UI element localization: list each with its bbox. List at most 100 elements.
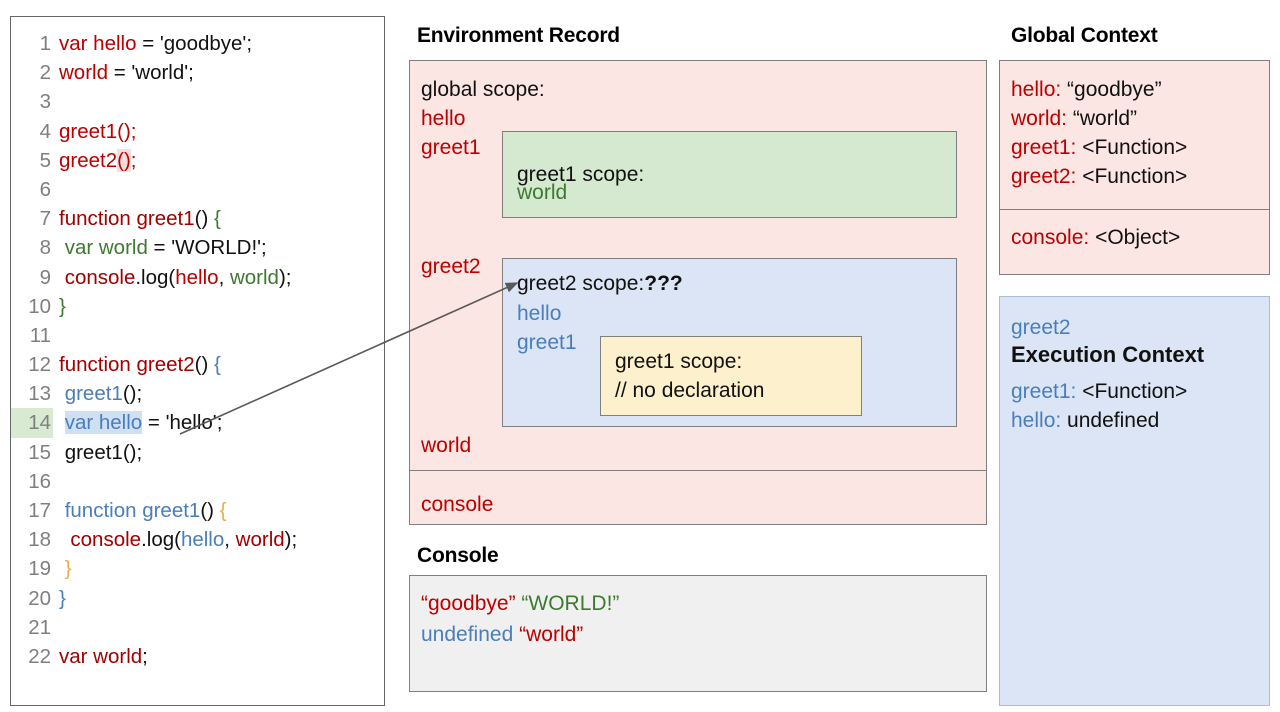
code-token: hello <box>175 265 219 289</box>
code-line[interactable]: 17 function greet1() { <box>11 496 384 525</box>
code-line-text: var hello = 'hello'; <box>53 408 222 437</box>
execution-context-value: undefined <box>1067 409 1160 432</box>
line-number: 22 <box>28 644 51 668</box>
code-token: function greet1 <box>59 499 201 522</box>
greet1-inner-scope-note: // no declaration <box>615 379 765 402</box>
greet1-scope-entry-world: world <box>517 181 568 204</box>
global-context-value: <Function> <box>1082 136 1188 159</box>
global-context-value: “goodbye” <box>1067 78 1162 101</box>
line-number: 16 <box>28 469 51 493</box>
code-token: .log( <box>141 528 181 552</box>
execution-context-value: <Function> <box>1082 380 1188 403</box>
code-token: { <box>213 207 221 231</box>
code-line[interactable]: 8 var world = 'WORLD!'; <box>11 233 384 262</box>
console-token: “world” <box>519 623 584 646</box>
code-token: } <box>59 557 72 581</box>
line-number: 11 <box>29 323 51 347</box>
global-context-value: <Object> <box>1095 226 1181 249</box>
code-token: var hello <box>64 411 143 435</box>
code-token: world <box>235 528 285 552</box>
code-token: greet1 <box>59 382 123 406</box>
code-line[interactable]: 21 <box>11 613 384 642</box>
execution-context-panel <box>999 296 1270 706</box>
console-panel[interactable] <box>409 575 987 692</box>
global-context-title: Global Context <box>1011 24 1158 47</box>
greet1-scope-box <box>502 131 957 218</box>
line-number: 7 <box>39 207 51 231</box>
line-number: 15 <box>28 440 51 464</box>
code-line[interactable]: 9 console.log(hello, world); <box>11 263 384 292</box>
code-line[interactable]: 19 } <box>11 554 384 583</box>
er-binding-world: world <box>421 434 472 457</box>
code-line[interactable]: 3 <box>11 87 384 116</box>
code-line-text: greet1(); <box>53 438 142 467</box>
code-line-text: greet1(); <box>53 117 137 146</box>
code-line-text: greet2(); <box>53 146 137 175</box>
code-token: () <box>194 207 214 231</box>
code-line[interactable]: 14 var hello = 'hello'; <box>11 408 384 438</box>
code-token: ); <box>278 265 292 289</box>
code-line[interactable]: 2 world = 'world'; <box>11 58 384 87</box>
line-number: 17 <box>28 499 51 522</box>
code-line-text: function greet1() { <box>53 204 221 233</box>
code-line[interactable]: 13 greet1(); <box>11 379 384 408</box>
code-token: () <box>117 148 131 172</box>
code-line[interactable]: 11 <box>11 321 384 350</box>
greet2-scope-entry-hello: hello <box>517 302 562 325</box>
line-number: 2 <box>39 61 51 85</box>
code-line[interactable]: 20} <box>11 584 384 613</box>
line-number: 12 <box>28 353 51 377</box>
code-token <box>59 411 65 434</box>
global-context-row: hello: “goodbye” <box>1011 78 1162 102</box>
global-context-key: world: <box>1011 107 1073 130</box>
line-number: 9 <box>39 265 51 289</box>
code-line[interactable]: 10} <box>11 292 384 321</box>
code-line-text: function greet2() { <box>53 350 221 379</box>
code-token: = 'goodbye'; <box>136 32 253 55</box>
code-line-text: } <box>53 584 66 613</box>
environment-record-title: Environment Record <box>417 24 620 47</box>
code-line[interactable]: 15 greet1(); <box>11 438 384 467</box>
code-token: console <box>59 265 136 289</box>
console-title: Console <box>417 544 499 567</box>
execution-context-title: Execution Context <box>1011 342 1205 367</box>
er-binding-greet2: greet2 <box>421 255 481 278</box>
global-context-key: console: <box>1011 226 1096 249</box>
execution-context-row: greet1: <Function> <box>1011 380 1187 404</box>
code-token: { <box>213 353 221 377</box>
greet2-scope-title-text: greet2 scope: <box>517 272 645 295</box>
er-binding-greet1: greet1 <box>421 136 481 159</box>
greet1-inner-scope-title: greet1 scope: <box>615 350 743 373</box>
execution-context-row: hello: undefined <box>1011 409 1159 433</box>
global-scope-label: global scope: <box>421 78 545 101</box>
code-line-text: function greet1() { <box>53 496 227 525</box>
global-context-row: greet1: <Function> <box>1011 136 1187 160</box>
console-token: undefined <box>421 623 514 646</box>
code-token: function greet1 <box>59 207 195 231</box>
execution-context-key: greet1: <box>1011 380 1083 403</box>
code-line[interactable]: 16 <box>11 467 384 496</box>
code-token: = 'world'; <box>108 61 194 85</box>
code-token: (); <box>117 119 137 143</box>
code-line[interactable]: 6 <box>11 175 384 204</box>
code-token: () <box>194 353 214 377</box>
code-token: = 'WORLD!'; <box>147 236 267 260</box>
code-token: { <box>219 499 227 522</box>
code-token: world <box>59 61 108 85</box>
line-number: 6 <box>39 177 51 201</box>
execution-context-key: hello: <box>1011 409 1068 432</box>
code-token: .log( <box>135 265 176 289</box>
er-binding-hello: hello <box>421 107 466 130</box>
greet1-inner-scope-box <box>600 336 862 416</box>
code-line-text: var world = 'WORLD!'; <box>53 233 267 262</box>
code-line[interactable]: 18 console.log(hello, world); <box>11 525 384 554</box>
line-number: 13 <box>28 382 51 406</box>
execution-context-function-name: greet2 <box>1011 316 1071 339</box>
